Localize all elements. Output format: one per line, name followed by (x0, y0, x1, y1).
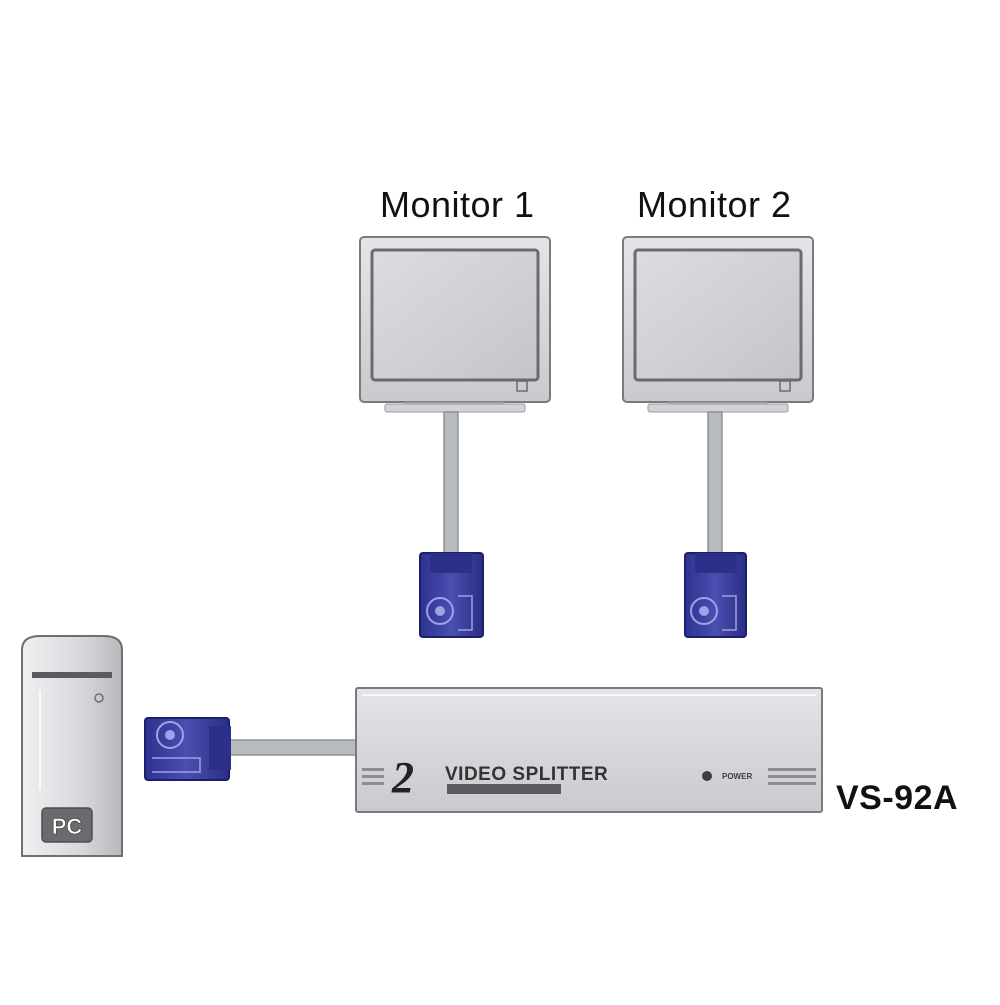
power-led-icon (702, 771, 712, 781)
pc-tower-icon (21, 635, 123, 857)
monitor-icon (622, 236, 814, 413)
monitor-2-label: Monitor 2 (637, 184, 792, 225)
vga-connector-icon (144, 717, 231, 781)
monitor-1-label: Monitor 1 (380, 184, 535, 225)
pc-cable (144, 717, 359, 781)
vga-connector-icon (419, 552, 484, 638)
monitor-icon (359, 236, 551, 413)
splitter-name: VIDEO SPLITTER (445, 764, 608, 785)
pc-label: PC (52, 814, 83, 839)
monitor-2 (622, 236, 814, 638)
monitor-1 (359, 236, 551, 638)
monitor-2-cable (707, 411, 723, 555)
splitter-power-label: POWER (722, 772, 752, 781)
video-splitter: 2 VIDEO SPLITTER POWER (355, 687, 823, 813)
model-label: VS-92A (836, 779, 959, 817)
vga-connector-icon (684, 552, 747, 638)
video-splitter-icon (355, 687, 823, 813)
monitor-1-cable (443, 411, 459, 555)
pc-tower: PC (21, 635, 123, 857)
splitter-badge-number: 2 (391, 753, 414, 802)
